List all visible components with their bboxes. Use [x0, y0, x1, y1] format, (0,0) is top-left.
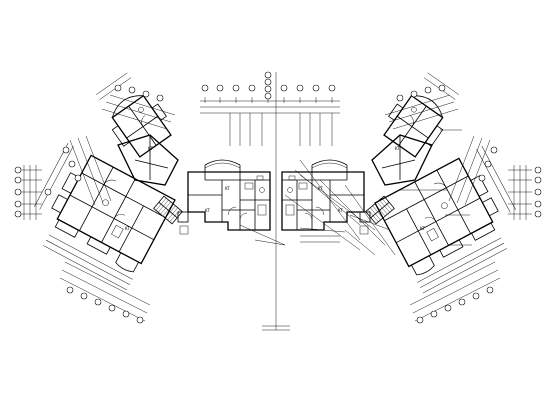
room-tags: KT KT KT KT KT KT KT KT — [125, 146, 425, 231]
room-tag: KT — [125, 226, 130, 231]
top-dimension-lines — [200, 97, 340, 146]
upper-left-dimensions — [62, 84, 176, 206]
center-axis — [262, 72, 290, 331]
upper-right-dimensions — [384, 84, 498, 206]
leader-lines — [239, 129, 472, 256]
top-grid-bubbles — [201, 71, 336, 100]
right-stair-core — [359, 195, 395, 235]
room-tag: KT — [395, 146, 400, 151]
left-stair-core — [153, 195, 189, 235]
central-block-left — [187, 159, 271, 231]
room-tag: KT — [148, 146, 153, 151]
room-tag: KT — [338, 208, 343, 213]
room-tag: KT — [420, 226, 425, 231]
lower-left-dimensions — [59, 261, 151, 324]
right-side-dimensions — [508, 165, 542, 220]
left-wing — [34, 72, 179, 291]
room-tag: KT — [318, 186, 323, 191]
room-tag: KT — [205, 208, 210, 213]
room-tag: KT — [225, 186, 230, 191]
lower-right-dimensions — [409, 261, 501, 324]
central-block-right — [281, 159, 365, 231]
left-side-dimensions — [14, 165, 52, 220]
right-wing — [371, 72, 516, 294]
